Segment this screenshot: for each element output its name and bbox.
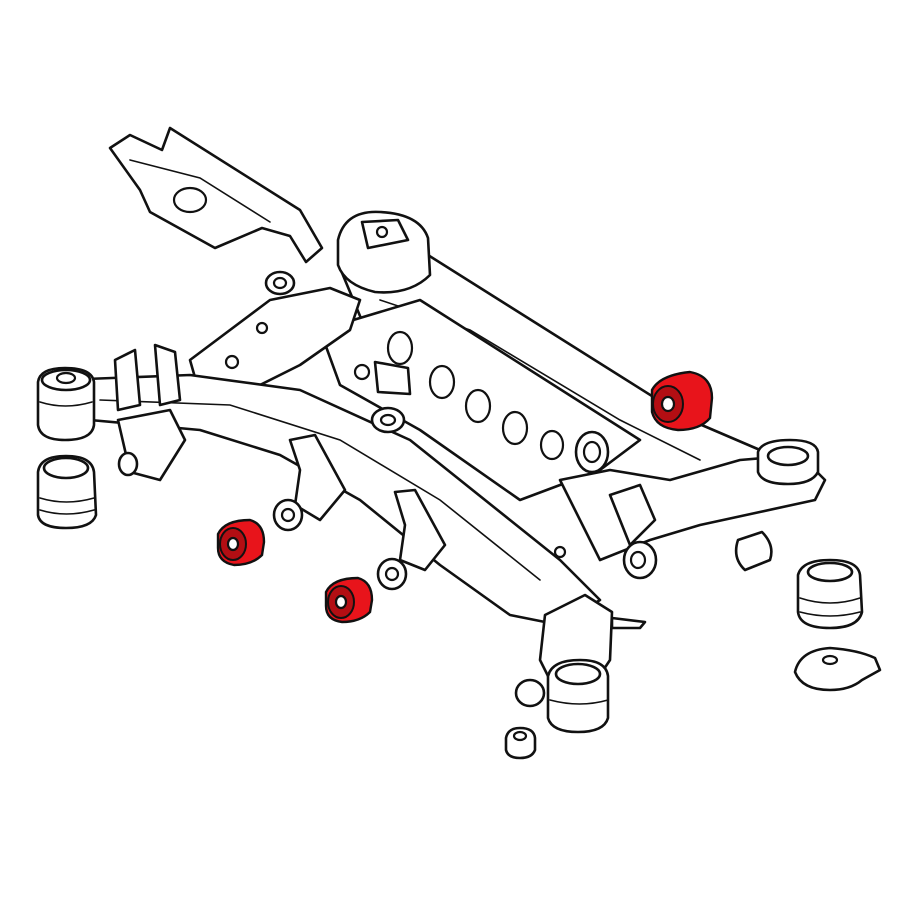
right-mount-bushing-loose	[796, 558, 864, 630]
rear-arm-bushing	[574, 430, 610, 474]
front-right-mount-bushing	[546, 658, 610, 734]
center-lattice-frame	[318, 298, 642, 502]
top-mount-tower	[336, 210, 432, 294]
highlighted-bushing-front-center	[324, 576, 374, 624]
mounting-plate	[793, 646, 882, 692]
left-mount-bushing-top	[36, 366, 96, 442]
bracket-eye-bushings	[272, 498, 408, 591]
highlighted-bushing-rear-right	[650, 370, 714, 432]
center-bushing	[370, 406, 406, 434]
highlighted-bushing-front-left	[216, 518, 266, 567]
heat-shield	[108, 126, 324, 264]
left-mount-bushing-loose	[36, 454, 98, 530]
right-rear-mount-bushing	[756, 438, 820, 486]
left-mount-bracket	[113, 343, 187, 482]
front-bracket-tabs	[288, 433, 657, 572]
small-bushing-top-left	[264, 270, 296, 296]
small-bushing-front	[504, 678, 546, 760]
right-inner-bushings	[622, 530, 773, 580]
